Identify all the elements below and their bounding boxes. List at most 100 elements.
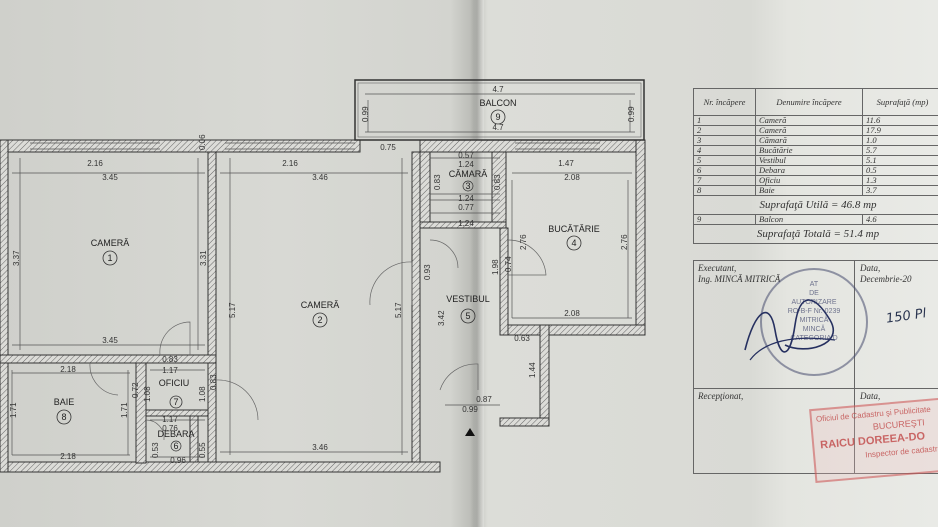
row-area: 3.7: [862, 185, 938, 196]
room-name-7: OFICIU: [159, 378, 190, 388]
dim-label: 2.16: [282, 159, 298, 168]
room-number-5: 5: [465, 311, 470, 321]
dim-label: 1.98: [491, 259, 500, 275]
room-number-circle-3: [462, 180, 474, 192]
entrance-arrow-icon: [465, 428, 475, 436]
dim-label: 0.76: [162, 424, 178, 433]
dim-label: 2.76: [519, 234, 528, 250]
dim-label: 0.74: [504, 256, 513, 272]
room-name-3: CĂMARĂ: [449, 169, 488, 179]
dim-label: 3.37: [12, 250, 21, 266]
room-name-2: CAMERĂ: [301, 300, 340, 310]
dim-label: 0.53: [151, 442, 160, 458]
column-divider-2: [854, 389, 855, 473]
header-suprafata: Suprafaţă (mp): [862, 88, 938, 116]
dim-label: 0.83: [162, 355, 178, 364]
dim-label: 2.08: [564, 309, 580, 318]
data-value: Decembrie-20: [860, 274, 912, 284]
dim-label: 0.99: [361, 106, 370, 122]
signature-box: Executant, Ing. MINCĂ MITRICĂ Data, Dece…: [693, 260, 938, 474]
row-nr: 4: [693, 145, 756, 156]
row-divider: [694, 388, 938, 389]
room-number-circle-7: [169, 395, 183, 409]
row-area: 1.3: [862, 175, 938, 186]
room-number-4: 4: [571, 238, 576, 248]
dim-label: 1.44: [528, 362, 537, 378]
room-number-circle-4: [566, 235, 582, 251]
data-label: Data,: [860, 263, 881, 273]
row-nr: 3: [693, 135, 756, 146]
room-name-9: BALCON: [479, 98, 516, 108]
room-number-3: 3: [465, 181, 470, 191]
row-name: Vestibul: [755, 155, 863, 166]
row-nr: 9: [693, 214, 756, 225]
room-number-circle-8: [56, 409, 72, 425]
row-name: Cameră: [755, 115, 863, 126]
row-area: 4.6: [862, 214, 938, 225]
dim-label: 3.46: [312, 173, 328, 182]
stamp-line: DE: [809, 290, 819, 297]
room-number-1: 1: [107, 253, 112, 263]
room-number-8: 8: [61, 412, 66, 422]
room-name-1: CAMERĂ: [91, 238, 130, 248]
room-number-2: 2: [317, 315, 322, 325]
stamp-line: RO-B-F Nr. 0239: [787, 308, 841, 315]
dim-label: 0.96: [170, 456, 186, 465]
dim-label: 2.18: [60, 452, 76, 461]
stamp-line: MITRICĂ: [799, 317, 829, 324]
row-name: Balcon: [755, 214, 863, 225]
dim-label: 0.93: [423, 264, 432, 280]
dim-label: 4.7: [492, 85, 504, 94]
receptionat-label: Recepţionat,: [698, 391, 744, 401]
row-area: 1.0: [862, 135, 938, 146]
dim-label: 5.17: [228, 302, 237, 318]
area-table: Nr. încăpere Denumire încăpere Suprafaţă…: [693, 88, 938, 244]
totala-row: Suprafaţă Totală = 51.4 mp: [693, 224, 938, 244]
room-number-circle-5: [460, 308, 476, 324]
dim-label: 0.63: [514, 334, 530, 343]
row-area: 5.7: [862, 145, 938, 156]
row-nr: 5: [693, 155, 756, 166]
dim-label: 0.72: [131, 382, 140, 398]
row-nr: 8: [693, 185, 756, 196]
dim-label: 1.17: [162, 415, 178, 424]
dim-label: 0.99: [627, 106, 636, 122]
row-name: Debara: [755, 165, 863, 176]
dim-label: 1.24: [458, 194, 474, 203]
row-name: Cameră: [755, 125, 863, 136]
dim-label: 3.42: [437, 310, 446, 326]
dim-label: 1.08: [198, 386, 207, 402]
row-area: 11.6: [862, 115, 938, 126]
dim-label: 0.99: [462, 405, 478, 414]
dim-label: 1.17: [162, 366, 178, 375]
row-name: Cămară: [755, 135, 863, 146]
dim-label: 2.18: [60, 365, 76, 374]
table-header: Nr. încăpere Denumire încăpere Suprafaţă…: [693, 88, 938, 116]
stamp-line: MINCĂ: [802, 326, 826, 333]
room-name-4: BUCĂTĂRIE: [548, 224, 600, 234]
dim-label: 3.45: [102, 336, 118, 345]
cadastru-stamp: Oficiul de Cadastru şi Publicitate BUCUR…: [809, 394, 938, 484]
util-row: Suprafaţă Utilă = 46.8 mp: [693, 195, 938, 215]
room-name-5: VESTIBUL: [446, 294, 490, 304]
room-number-circle-6: [170, 440, 182, 452]
dim-label: 1.08: [143, 386, 152, 402]
doors: [89, 239, 547, 441]
row-name: Baie: [755, 185, 863, 196]
room-name-6: DEBARA: [157, 429, 194, 439]
room-number-circle-1: [102, 250, 118, 266]
dim-label: 0.57: [458, 151, 474, 160]
dim-label: 4.7: [492, 123, 504, 132]
row-nr: 2: [693, 125, 756, 136]
row-name: Oficiu: [755, 175, 863, 186]
header-denumire: Denumire încăpere: [755, 88, 863, 116]
